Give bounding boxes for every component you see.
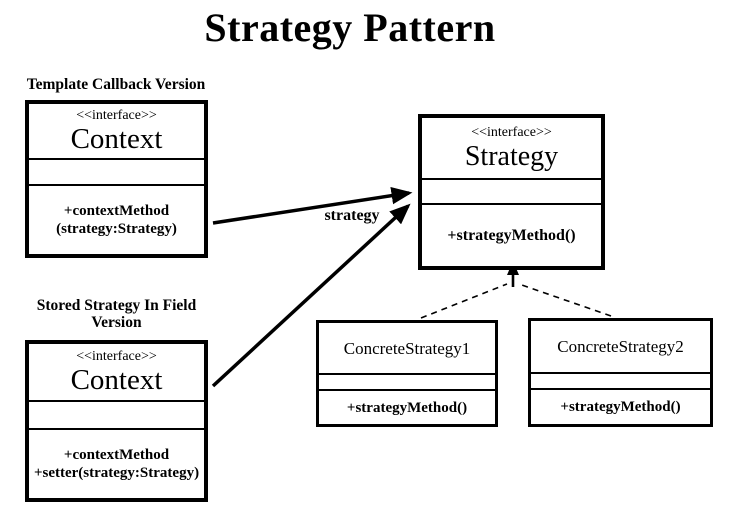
- name-compartment: ConcreteStrategy1: [319, 323, 495, 373]
- realization-line-concrete2: [518, 283, 612, 317]
- method-line: +strategyMethod(): [560, 399, 681, 415]
- attributes-compartment: [29, 158, 204, 184]
- attributes-compartment: [422, 178, 601, 203]
- diagram-title: Strategy Pattern: [204, 5, 496, 50]
- name-compartment: <<interface>> Strategy: [422, 118, 601, 178]
- methods-compartment: +contextMethod (strategy:Strategy): [29, 184, 204, 254]
- class-name: Strategy: [464, 140, 559, 172]
- stereotype-label: <<interface>>: [471, 124, 552, 140]
- method-line: +contextMethod: [63, 203, 170, 219]
- attributes-compartment: [531, 372, 710, 388]
- name-compartment: <<interface>> Context: [29, 104, 204, 158]
- class-box-context-field: <<interface>> Context +contextMethod +se…: [25, 340, 208, 502]
- class-name: ConcreteStrategy1: [343, 338, 471, 358]
- method-line: +strategyMethod(): [447, 226, 576, 244]
- class-box-context-template: <<interface>> Context +contextMethod (st…: [25, 100, 208, 258]
- attributes-compartment: [319, 373, 495, 389]
- class-box-strategy: <<interface>> Strategy +strategyMethod(): [418, 114, 605, 270]
- method-line: +contextMethod: [63, 447, 170, 463]
- method-line: +setter(strategy:Strategy): [33, 465, 200, 481]
- stereotype-label: <<interface>>: [76, 348, 157, 364]
- class-box-concrete-strategy-1: ConcreteStrategy1 +strategyMethod(): [316, 320, 498, 427]
- attributes-compartment: [29, 400, 204, 428]
- name-compartment: <<interface>> Context: [29, 344, 204, 400]
- methods-compartment: +contextMethod +setter(strategy:Strategy…: [29, 428, 204, 498]
- methods-compartment: +strategyMethod(): [422, 203, 601, 266]
- association-arrow-template-to-strategy: [212, 186, 413, 225]
- caption-stored-strategy-in-field-version: Stored Strategy In Field Version: [36, 297, 197, 331]
- association-label: strategy: [324, 207, 380, 224]
- methods-compartment: +strategyMethod(): [531, 388, 710, 424]
- stereotype-label: <<interface>>: [76, 107, 157, 123]
- class-box-concrete-strategy-2: ConcreteStrategy2 +strategyMethod(): [528, 318, 713, 427]
- methods-compartment: +strategyMethod(): [319, 389, 495, 424]
- class-name: Context: [70, 363, 163, 396]
- class-name: Context: [70, 122, 163, 155]
- method-line: (strategy:Strategy): [56, 221, 177, 237]
- name-compartment: ConcreteStrategy2: [531, 321, 710, 372]
- caption-template-callback-version: Template Callback Version: [26, 76, 206, 93]
- method-line: +strategyMethod(): [346, 399, 468, 416]
- realization-line-concrete1: [420, 283, 508, 319]
- association-arrow-field-to-strategy: [211, 203, 411, 388]
- class-name: ConcreteStrategy2: [557, 337, 684, 356]
